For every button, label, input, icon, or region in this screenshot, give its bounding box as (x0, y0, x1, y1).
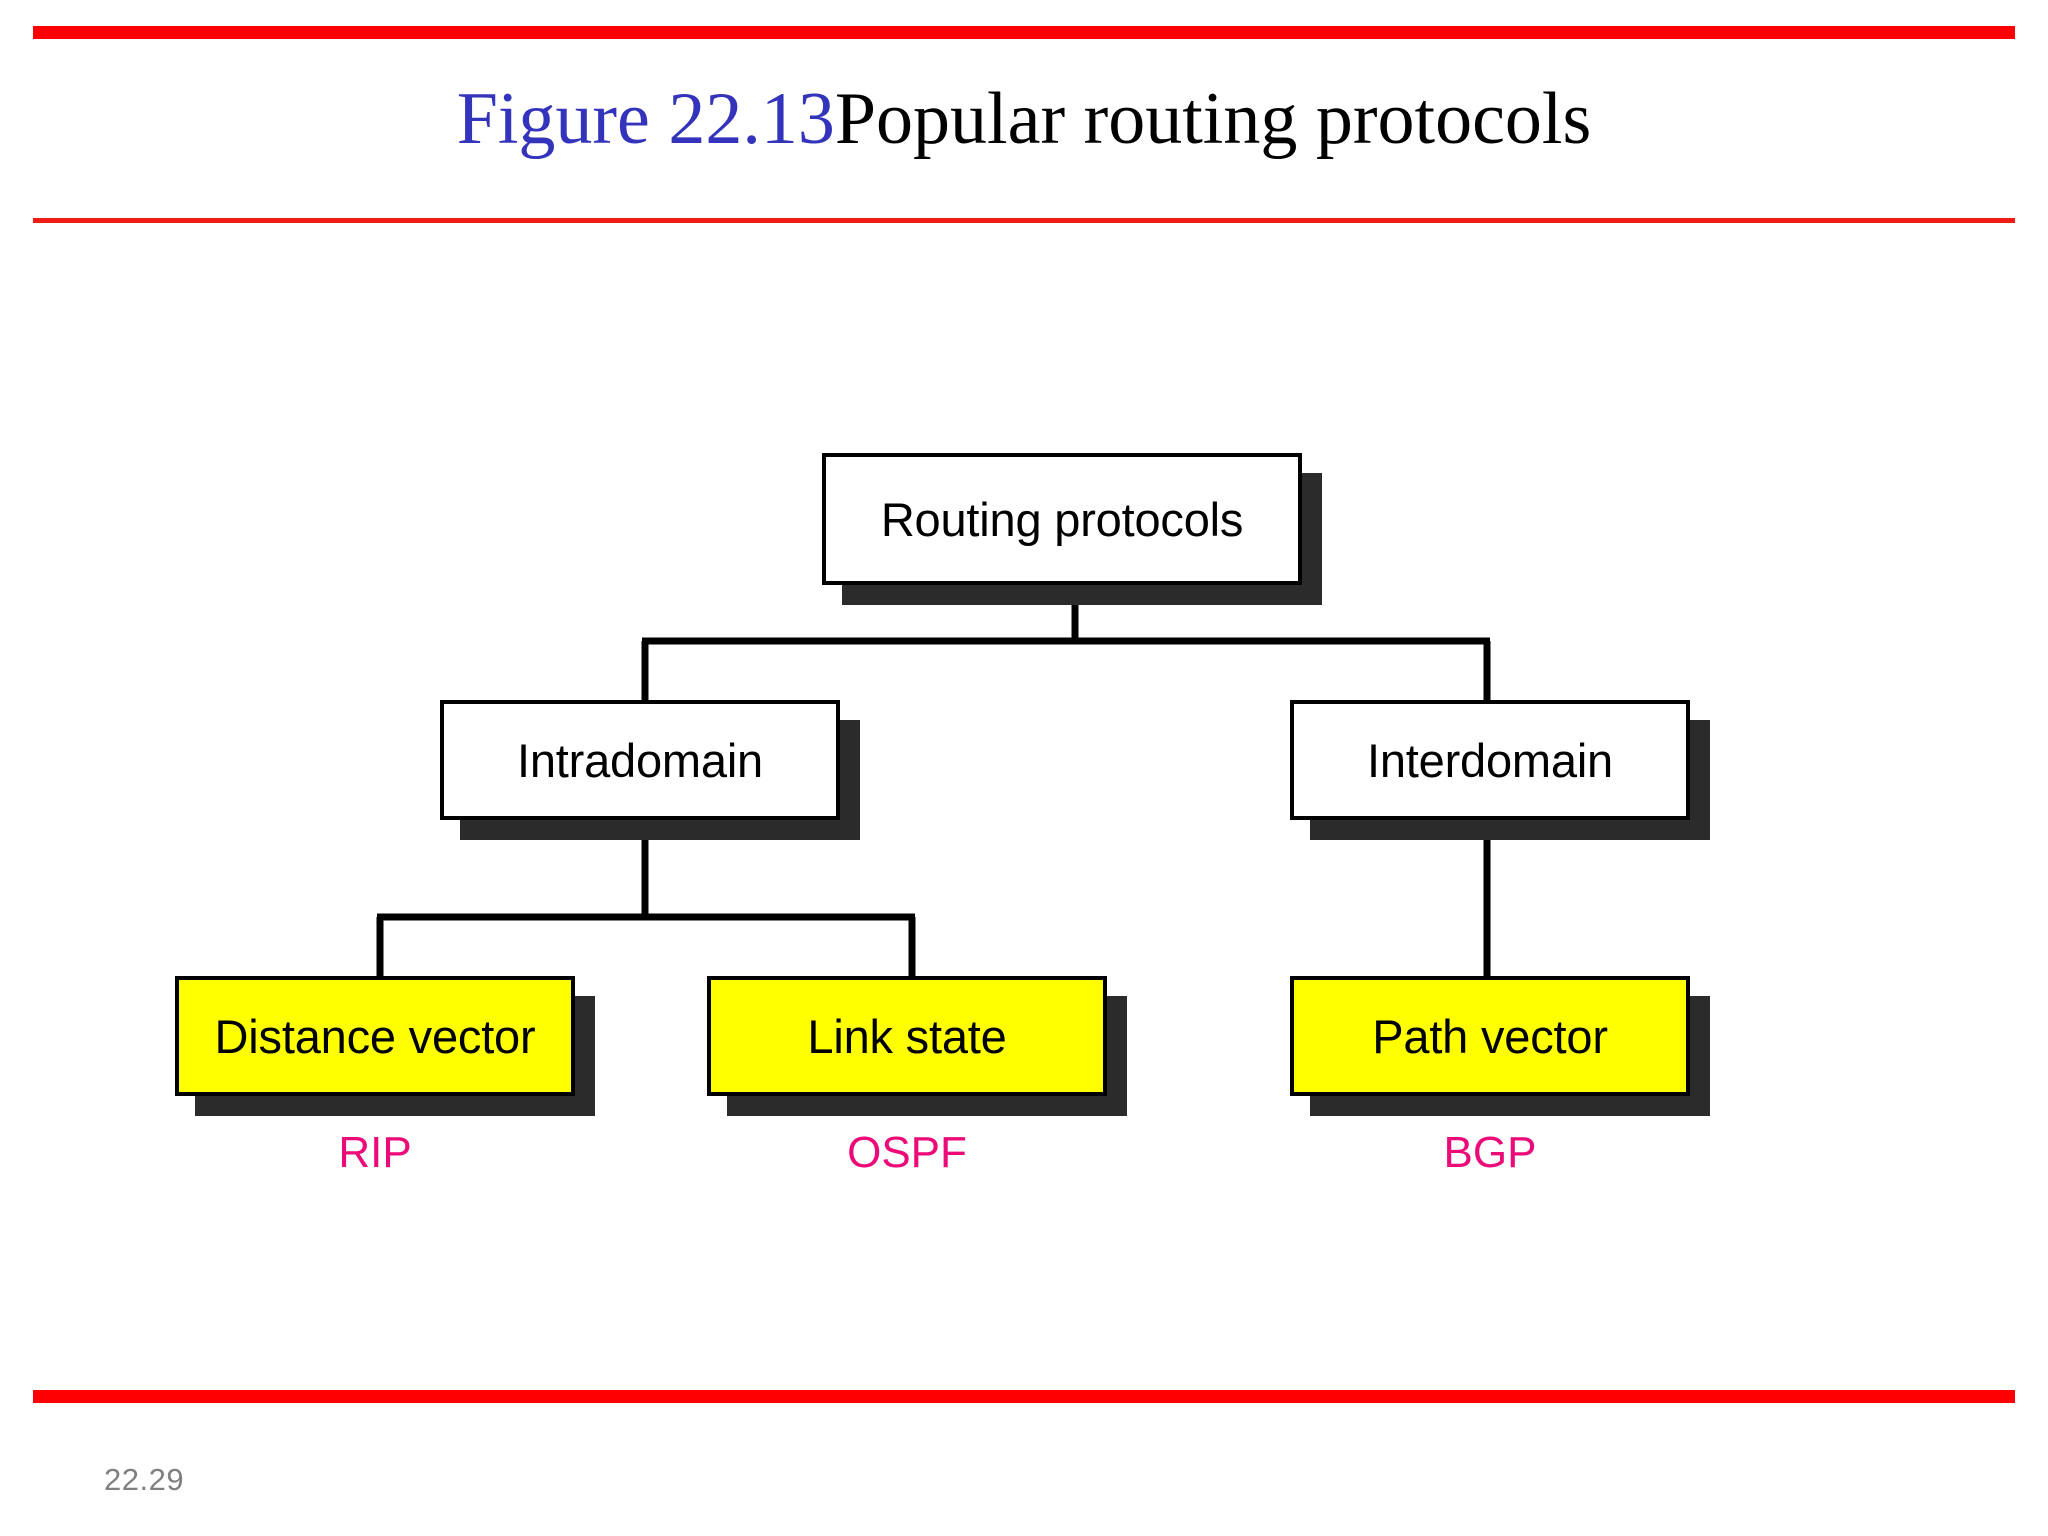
figure-title-text: Popular routing protocols (834, 78, 1592, 160)
node-label-interdomain: Interdomain (1367, 733, 1613, 787)
node-label-intradomain: Intradomain (517, 733, 763, 787)
node-label-path-vector: Path vector (1372, 1009, 1608, 1063)
bottom-red-rule (33, 1390, 2015, 1403)
node-label-link-state: Link state (807, 1009, 1007, 1063)
node-label-routing-protocols: Routing protocols (880, 492, 1244, 546)
node-label-distance-vector: Distance vector (214, 1009, 536, 1063)
node-distance-vector[interactable]: Distance vector (175, 976, 575, 1096)
caption-ospf: OSPF (847, 1128, 967, 1177)
top-red-rule (33, 26, 2015, 39)
page-number: 22.29 (104, 1462, 185, 1497)
node-link-state[interactable]: Link state (707, 976, 1107, 1096)
figure-number: Figure 22.13 (456, 78, 835, 160)
node-interdomain[interactable]: Interdomain (1290, 700, 1690, 820)
caption-rip: RIP (338, 1128, 412, 1177)
node-routing-protocols[interactable]: Routing protocols (822, 453, 1302, 585)
title-underline-rule (33, 218, 2015, 223)
node-path-vector[interactable]: Path vector (1290, 976, 1690, 1096)
node-intradomain[interactable]: Intradomain (440, 700, 840, 820)
page-title: Figure 22.13Popular routing protocols (0, 82, 2048, 156)
caption-bgp: BGP (1443, 1128, 1537, 1177)
